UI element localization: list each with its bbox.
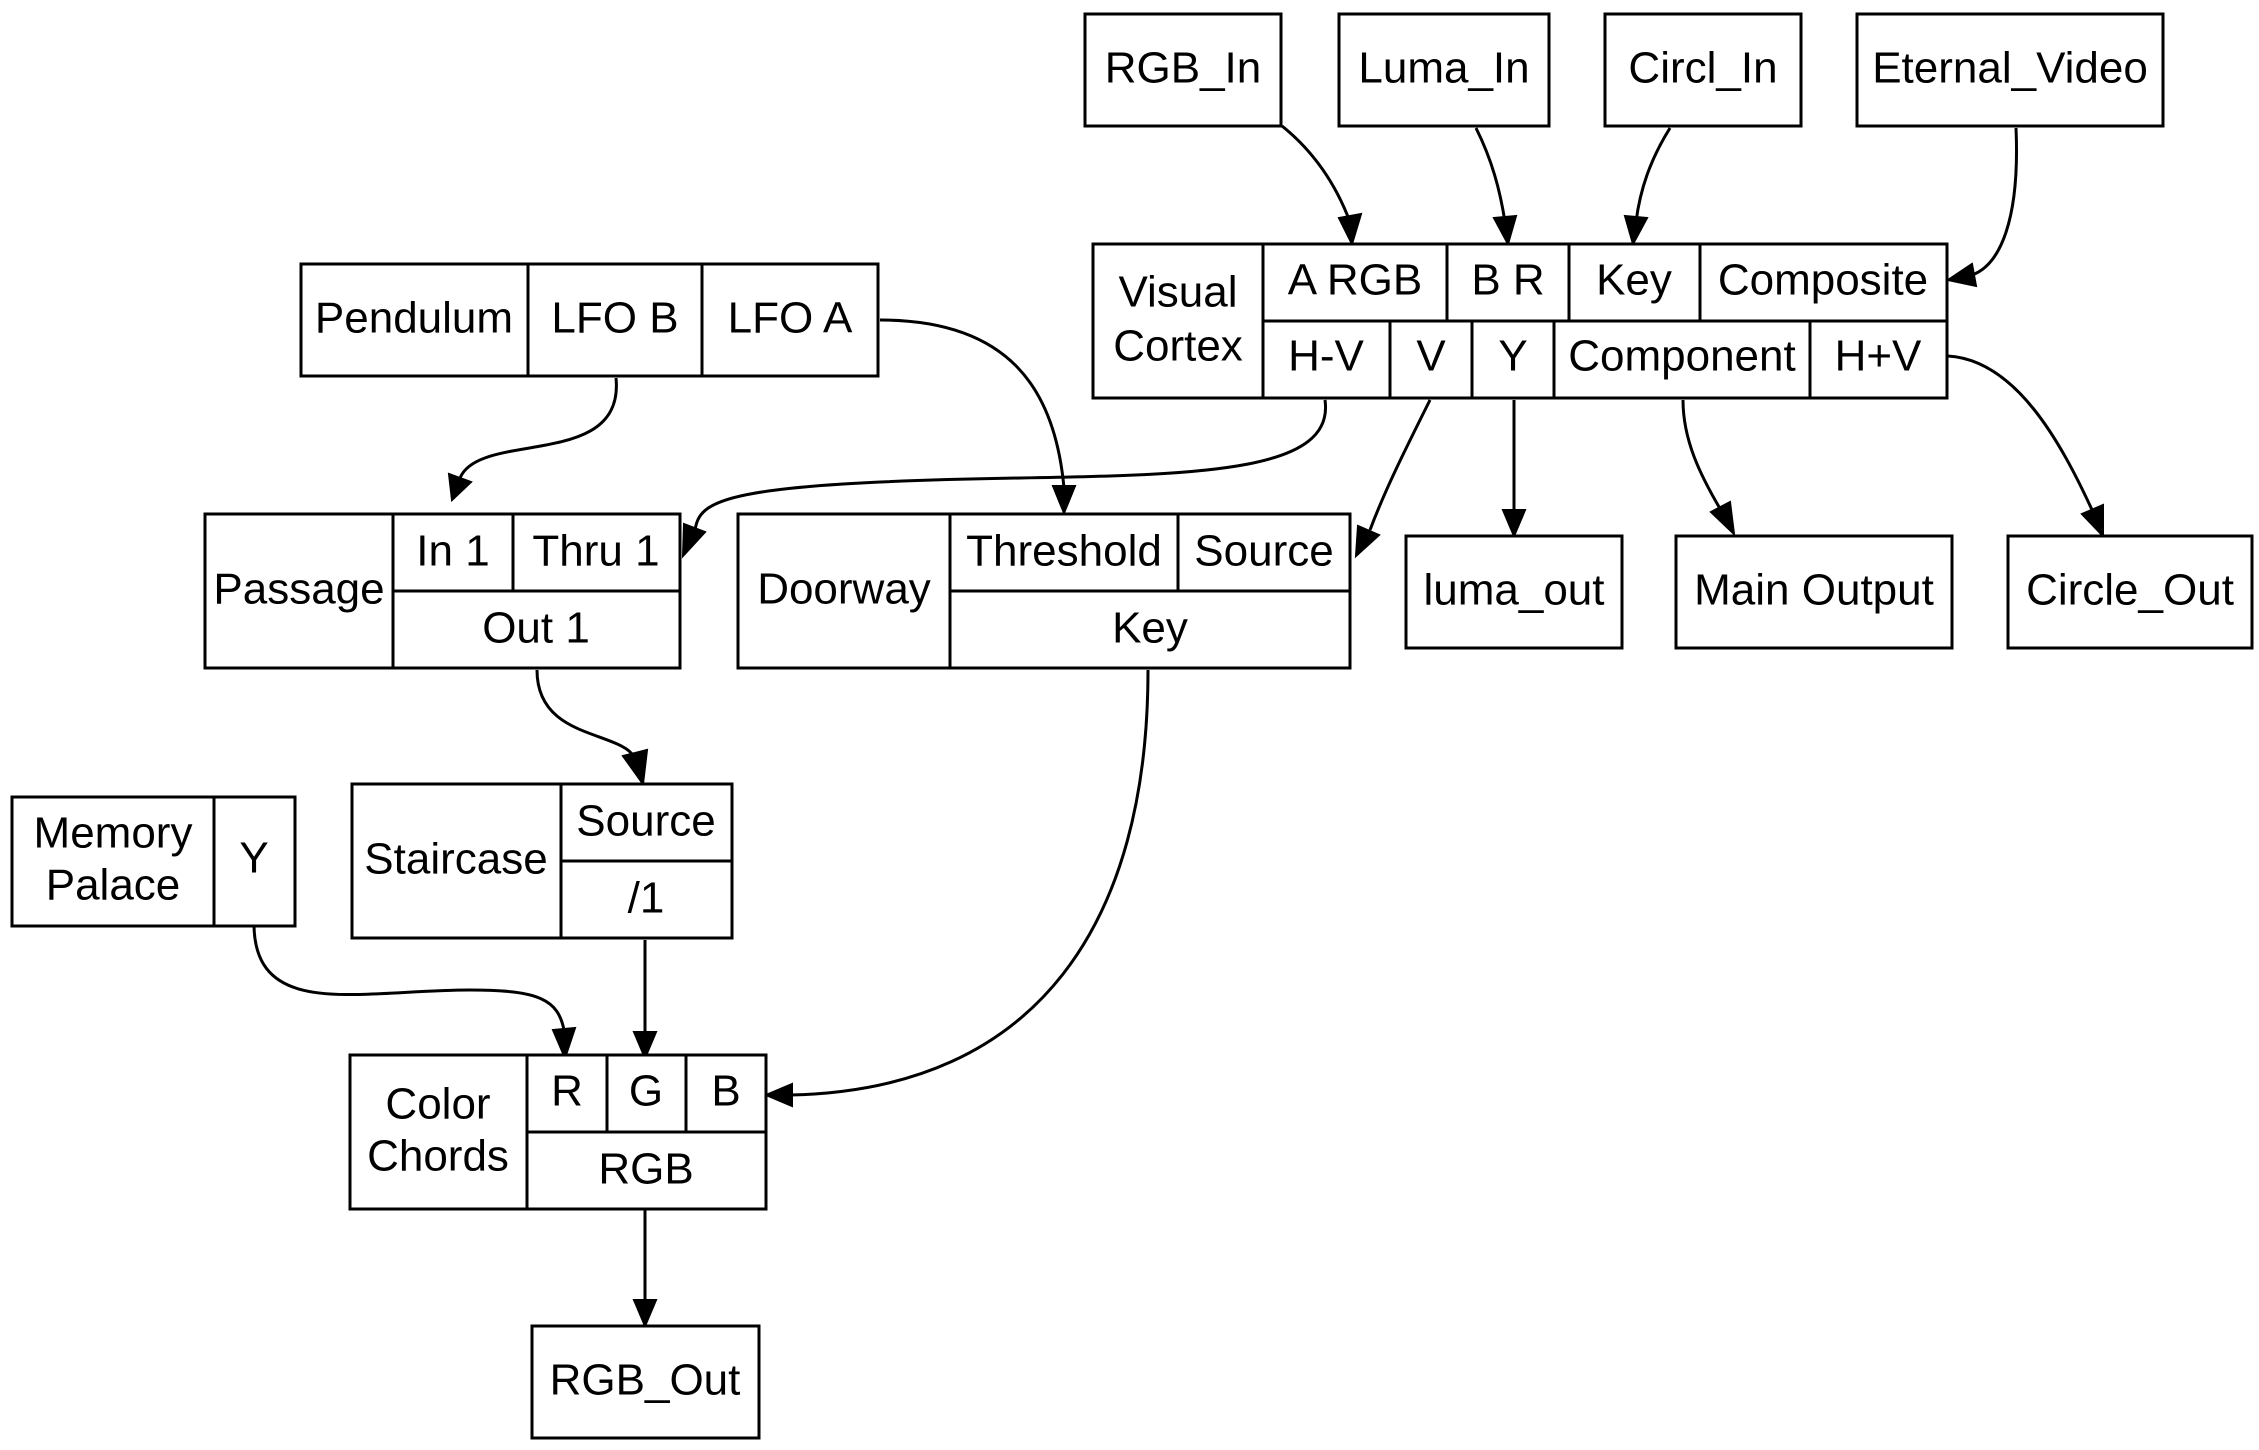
node-staircase-name: Staircase: [364, 835, 547, 884]
node-circle-out: Circle_Out: [2006, 534, 2254, 650]
edge-circl-in-to-key-arrowhead: [1623, 214, 1649, 247]
port-key: Key: [1596, 256, 1672, 305]
edge-rgb-in-to-a-rgb-arrowhead: [1337, 212, 1363, 247]
port-y: Y: [1498, 332, 1527, 381]
port-h-v: H-V: [1288, 332, 1364, 381]
node-color-chords-name-line1: Color: [385, 1080, 490, 1129]
edge-v-to-source: [1368, 399, 1432, 531]
edge-memory-y-to-r: [252, 925, 566, 1031]
port-g: G: [629, 1067, 663, 1116]
edge-key-to-b-arrowhead: [763, 1082, 793, 1108]
port-staircase-source: Source: [576, 797, 715, 846]
node-staircase: Staircase Source /1: [350, 782, 734, 940]
edge-luma-in-to-b-r: [1474, 127, 1507, 223]
node-visual-cortex: Visual Cortex A RGB B R Key Composite H-…: [1091, 242, 1949, 400]
edge-h-v-to-thru-1: [693, 399, 1327, 531]
node-rgb-out: RGB_Out: [530, 1324, 761, 1440]
edge-h-v-to-thru-1-arrowhead: [681, 522, 707, 559]
node-luma-in: Luma_In: [1337, 12, 1551, 128]
edge-staircase-to-g-arrowhead: [632, 1031, 658, 1061]
node-color-chords: Color Chords R G B RGB: [348, 1053, 768, 1211]
port-out-1: Out 1: [482, 604, 590, 653]
node-visual-cortex-name-line1: Visual: [1118, 268, 1237, 317]
edge-v-to-source-arrowhead: [1354, 524, 1381, 559]
port-thru-1: Thru 1: [532, 527, 659, 576]
edges: [252, 124, 2104, 1329]
edge-circl-in-to-key: [1634, 127, 1672, 223]
port-doorway-key: Key: [1112, 604, 1188, 653]
node-luma-out: luma_out: [1404, 534, 1624, 650]
node-passage-name: Passage: [213, 565, 384, 614]
port-threshold: Threshold: [966, 527, 1162, 576]
edge-h-plus-v-to-circle-out: [1947, 354, 2095, 513]
edge-rgb-in-to-a-rgb: [1281, 124, 1352, 223]
node-rgb-in-label: RGB_In: [1105, 44, 1262, 93]
edge-h-plus-v-to-circle-out-arrowhead: [2080, 503, 2104, 539]
node-luma-in-label: Luma_In: [1358, 44, 1529, 93]
node-passage: Passage In 1 Thru 1 Out 1: [203, 512, 682, 670]
edge-memory-y-to-r-arrowhead: [551, 1026, 577, 1061]
node-rgb-in: RGB_In: [1083, 12, 1283, 128]
port-b: B: [711, 1067, 740, 1116]
edge-lfo-a-to-threshold: [879, 318, 1066, 489]
node-rgb-out-label: RGB_Out: [550, 1356, 741, 1405]
port-b-r: B R: [1471, 256, 1544, 305]
node-eternal-video: Eternal_Video: [1855, 12, 2165, 128]
port-staircase-out: /1: [628, 874, 665, 923]
port-composite: Composite: [1718, 256, 1928, 305]
node-doorway-name: Doorway: [757, 565, 931, 614]
node-visual-cortex-name-line2: Cortex: [1113, 322, 1243, 371]
port-h-plus-v: H+V: [1835, 332, 1922, 381]
node-memory-palace: Memory Palace Y: [10, 795, 297, 928]
edge-y-to-luma-out-arrowhead: [1501, 509, 1527, 539]
edge-rgb-to-rgb-out-arrowhead: [632, 1299, 658, 1329]
node-eternal-video-label: Eternal_Video: [1872, 44, 2148, 93]
node-luma-out-label: luma_out: [1423, 566, 1604, 615]
node-memory-palace-name-line2: Palace: [46, 861, 181, 910]
port-memory-y: Y: [239, 834, 268, 883]
port-v: V: [1416, 332, 1446, 381]
edge-lfo-b-to-in-1: [458, 377, 618, 479]
node-pendulum-name: Pendulum: [315, 294, 513, 343]
port-in-1: In 1: [416, 527, 489, 576]
node-color-chords-name-line2: Chords: [367, 1132, 509, 1181]
port-rgb: RGB: [598, 1145, 693, 1194]
node-main-output: Main Output: [1674, 534, 1954, 650]
port-a-rgb: A RGB: [1288, 256, 1423, 305]
node-pendulum: Pendulum LFO B LFO A: [299, 262, 880, 378]
edge-eternal-video-to-composite-arrowhead: [1945, 262, 1978, 288]
node-circl-in: Circl_In: [1603, 12, 1803, 128]
edge-luma-in-to-b-r-arrowhead: [1492, 214, 1518, 247]
node-circle-out-label: Circle_Out: [2026, 566, 2234, 615]
edge-component-to-main-output: [1681, 399, 1724, 513]
node-main-output-label: Main Output: [1694, 566, 1934, 615]
edge-eternal-video-to-composite: [1971, 127, 2018, 277]
port-doorway-source: Source: [1194, 527, 1333, 576]
edge-out-1-to-staircase-source-arrowhead: [621, 748, 649, 787]
node-doorway: Doorway Threshold Source Key: [736, 512, 1352, 670]
edge-key-to-b: [789, 669, 1150, 1097]
node-memory-palace-name-line1: Memory: [34, 809, 193, 858]
edge-lfo-a-to-threshold-arrowhead: [1051, 485, 1077, 516]
port-r: R: [551, 1067, 583, 1116]
edge-lfo-b-to-in-1-arrowhead: [447, 472, 473, 503]
edge-component-to-main-output-arrowhead: [1709, 500, 1736, 537]
port-lfo-a: LFO A: [728, 294, 853, 343]
port-lfo-b: LFO B: [551, 294, 678, 343]
node-circl-in-label: Circl_In: [1628, 44, 1777, 93]
port-component: Component: [1568, 332, 1795, 381]
edge-out-1-to-staircase-source: [535, 669, 637, 759]
